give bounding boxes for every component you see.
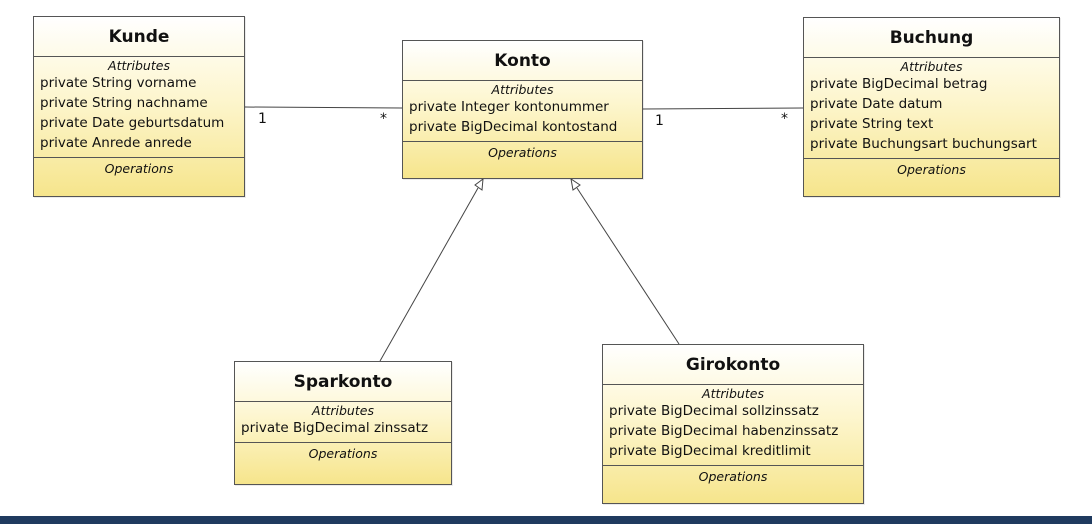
attributes-section: Attributes private Integer kontonummer p…	[403, 81, 642, 142]
attribute-geburtsdatum: private Date geburtsdatum	[40, 115, 225, 131]
attribute-betrag: private BigDecimal betrag	[810, 76, 988, 92]
attribute-kreditlimit: private BigDecimal kreditlimit	[609, 443, 811, 459]
association-kunde-konto[interactable]	[244, 106, 403, 109]
attribute-kontonummer: private Integer kontonummer	[409, 99, 609, 115]
attributes-section: Attributes private BigDecimal betrag pri…	[804, 58, 1059, 159]
attribute-vorname: private String vorname	[40, 75, 197, 91]
attributes-label: Attributes	[108, 58, 170, 73]
multiplicity-kunde-konto-source: 1	[258, 111, 267, 127]
attributes-label: Attributes	[702, 386, 764, 401]
attribute-datum: private Date datum	[810, 96, 943, 112]
class-name: Konto	[403, 41, 642, 81]
operations-label: Operations	[488, 145, 557, 160]
attribute-habenzinssatz: private BigDecimal habenzinssatz	[609, 423, 839, 439]
class-name: Sparkonto	[235, 362, 451, 402]
attribute-text: private String text	[810, 116, 934, 132]
multiplicity-konto-buchung-target: *	[781, 111, 788, 127]
class-girokonto[interactable]: Girokonto Attributes private BigDecimal …	[602, 344, 864, 504]
attributes-label: Attributes	[900, 59, 963, 74]
attributes-label: Attributes	[312, 403, 374, 418]
multiplicity-konto-buchung-source: 1	[655, 113, 664, 129]
class-konto[interactable]: Konto Attributes private Integer kontonu…	[402, 40, 643, 179]
attributes-section: Attributes private BigDecimal sollzinssa…	[603, 385, 863, 466]
operations-section: Operations	[603, 466, 863, 484]
attribute-nachname: private String nachname	[40, 95, 208, 111]
inheritance-arrowhead-girokonto	[570, 177, 581, 191]
class-name: Kunde	[34, 17, 244, 57]
inheritance-arrowhead-sparkonto	[474, 177, 484, 191]
attribute-zinssatz: private BigDecimal zinssatz	[241, 420, 429, 436]
generalization-sparkonto-konto[interactable]	[379, 187, 479, 362]
operations-label: Operations	[698, 469, 768, 484]
operations-section: Operations	[403, 142, 642, 160]
attributes-section: Attributes private BigDecimal zinssatz	[235, 402, 451, 443]
operations-label: Operations	[897, 162, 966, 177]
operations-label: Operations	[104, 161, 174, 176]
bottom-bar	[0, 516, 1092, 524]
class-kunde[interactable]: Kunde Attributes private String vorname …	[33, 16, 245, 197]
attribute-sollzinssatz: private BigDecimal sollzinssatz	[609, 403, 819, 419]
operations-section: Operations	[804, 159, 1059, 177]
class-name: Buchung	[804, 18, 1059, 58]
attribute-kontostand: private BigDecimal kontostand	[409, 119, 618, 135]
association-konto-buchung[interactable]	[642, 107, 804, 110]
class-sparkonto[interactable]: Sparkonto Attributes private BigDecimal …	[234, 361, 452, 485]
class-buchung[interactable]: Buchung Attributes private BigDecimal be…	[803, 17, 1060, 197]
attributes-section: Attributes private String vorname privat…	[34, 57, 244, 158]
operations-section: Operations	[34, 158, 244, 176]
attribute-buchungsart: private Buchungsart buchungsart	[810, 136, 1037, 152]
attribute-anrede: private Anrede anrede	[40, 135, 192, 151]
operations-section: Operations	[235, 443, 451, 461]
attributes-label: Attributes	[491, 82, 554, 97]
generalization-girokonto-konto[interactable]	[576, 187, 680, 345]
class-name: Girokonto	[603, 345, 863, 385]
operations-label: Operations	[308, 446, 378, 461]
multiplicity-kunde-konto-target: *	[380, 111, 387, 127]
